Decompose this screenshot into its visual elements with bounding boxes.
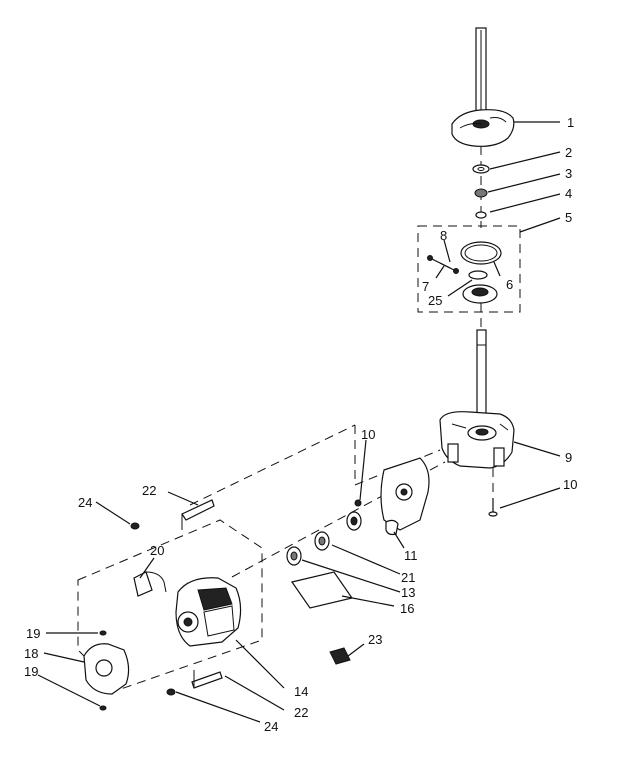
- callout-7: 7: [422, 279, 429, 294]
- callout-14: 14: [294, 684, 308, 699]
- part-13-coupling-half: [346, 511, 362, 531]
- part-3-spring: [474, 188, 488, 198]
- part-23-connector: [329, 647, 351, 665]
- part-4-washer: [475, 211, 487, 219]
- drive-shaft: [475, 27, 487, 124]
- coupling-disc-a: [314, 531, 330, 551]
- part-25-spring-washer: [468, 270, 488, 280]
- callout-22-lower: 22: [294, 705, 308, 720]
- clutch-hub: [462, 284, 498, 304]
- coupling-disc-b: [286, 546, 302, 566]
- callout-5: 5: [565, 210, 572, 225]
- callout-25: 25: [428, 293, 442, 308]
- callout-3: 3: [565, 166, 572, 181]
- callout-24-lower: 24: [264, 719, 278, 734]
- callout-9: 9: [565, 450, 572, 465]
- part-7-8-pins: [427, 255, 459, 274]
- callout-1: 1: [567, 115, 574, 130]
- callout-13: 13: [401, 585, 415, 600]
- part-21-mounting-plate: [380, 457, 430, 531]
- part-11-coupler: [385, 519, 399, 536]
- part-24-screw-upper: [130, 522, 140, 530]
- callout-18: 18: [24, 646, 38, 661]
- part-14-motor: [175, 577, 242, 647]
- part-6-clutch-band: [460, 241, 502, 265]
- leader-lines: [37, 121, 561, 723]
- part-2-washer: [472, 164, 490, 174]
- callout-23: 23: [368, 632, 382, 647]
- callout-10-plate: 10: [361, 427, 375, 442]
- callout-24-upper: 24: [78, 495, 92, 510]
- part-9-gearcase: [439, 411, 515, 469]
- part-18-bracket: [83, 643, 130, 695]
- callout-10-gearcase: 10: [563, 477, 577, 492]
- callout-16: 16: [400, 601, 414, 616]
- callout-20: 20: [150, 543, 164, 558]
- part-10-small-screw: [354, 499, 362, 507]
- part-24-screw-lower: [166, 688, 176, 696]
- clutch-assembly-box: [417, 225, 521, 313]
- callout-19-upper: 19: [26, 626, 40, 641]
- callout-8: 8: [440, 228, 447, 243]
- part-20-clip: [133, 571, 167, 597]
- part-10-screw: [488, 498, 498, 517]
- callout-22-upper: 22: [142, 483, 156, 498]
- callout-19-lower: 19: [24, 664, 38, 679]
- callout-6: 6: [506, 277, 513, 292]
- part-16-pad: [291, 571, 353, 609]
- callout-21: 21: [401, 570, 415, 585]
- part-22-strap-upper: [181, 499, 215, 530]
- part-1-cam: [451, 109, 515, 147]
- callout-4: 4: [565, 186, 572, 201]
- part-19-screws: [99, 630, 107, 711]
- callout-11: 11: [404, 548, 418, 563]
- part-22-strap-lower: [191, 670, 223, 689]
- callout-2: 2: [565, 145, 572, 160]
